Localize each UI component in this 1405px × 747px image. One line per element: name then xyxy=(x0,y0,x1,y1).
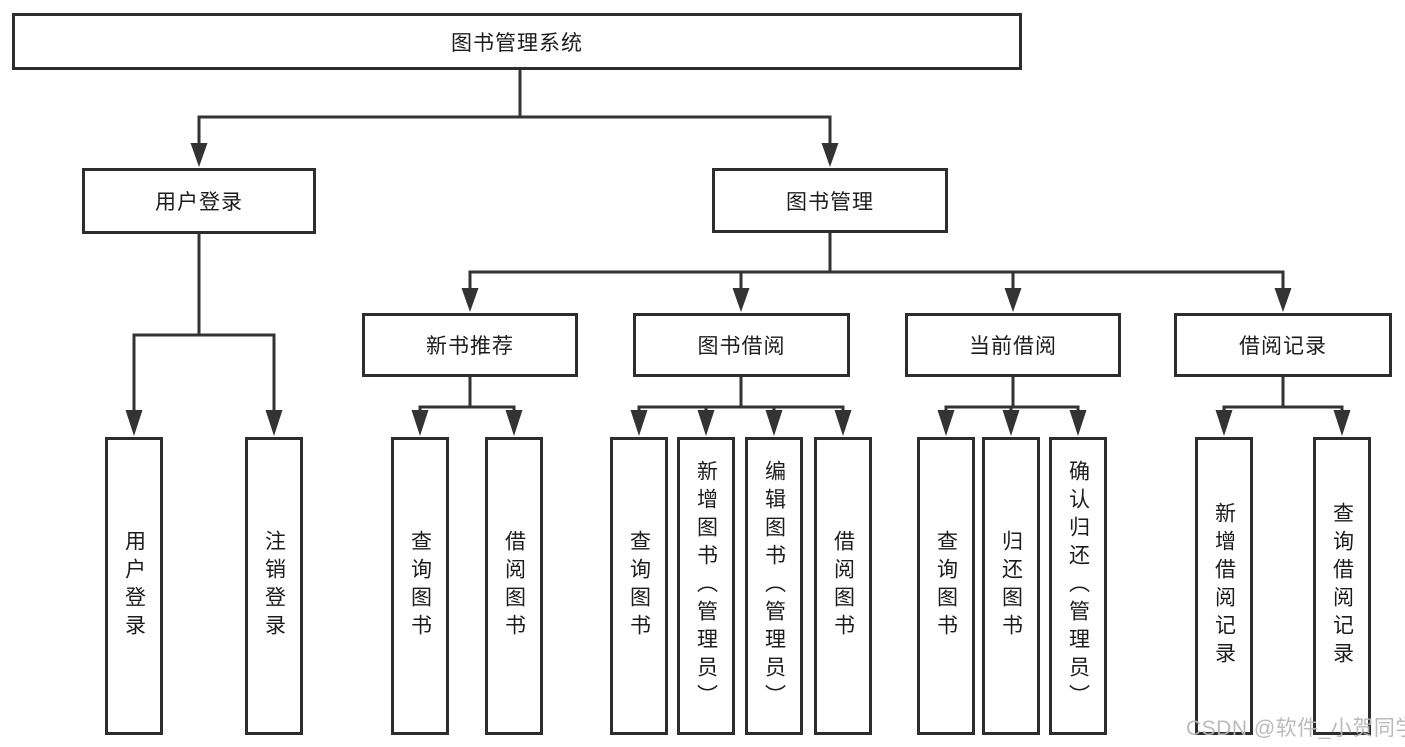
arrowhead-icon xyxy=(821,143,839,167)
leaf-borrow-books-borrowing: 借阅图书 xyxy=(814,437,872,735)
leaf-borrow-books-recommend: 借阅图书 xyxy=(485,437,543,735)
leaf-add-borrow-record: 新增借阅记录 xyxy=(1195,437,1253,735)
node-user-login: 用户登录 xyxy=(82,168,316,234)
leaf-user-login-label: 用户登录 xyxy=(122,530,146,642)
arrowhead-icon xyxy=(1215,410,1233,436)
leaf-add-books-admin-label: 新增图书（管理员） xyxy=(694,460,718,712)
watermark: CSDN @软件_小贺同学 xyxy=(1186,717,1405,740)
leaf-confirm-return-admin-label: 确认归还（管理员） xyxy=(1066,460,1090,712)
leaf-add-borrow-record-label: 新增借阅记录 xyxy=(1212,502,1236,670)
leaf-return-books-label: 归还图书 xyxy=(999,530,1023,642)
leaf-query-borrow-record: 查询借阅记录 xyxy=(1313,437,1371,735)
node-book-borrowing: 图书借阅 xyxy=(633,313,850,377)
arrowhead-icon xyxy=(697,410,715,436)
node-new-book-recommend: 新书推荐 xyxy=(362,313,578,377)
leaf-logout: 注销登录 xyxy=(245,437,303,735)
arrowhead-icon xyxy=(1274,288,1292,312)
leaf-query-books-recommend: 查询图书 xyxy=(391,437,449,735)
arrowhead-icon xyxy=(411,410,429,436)
leaf-edit-books-admin: 编辑图书（管理员） xyxy=(745,437,803,735)
arrowhead-icon xyxy=(834,410,852,436)
arrowhead-icon xyxy=(1004,288,1022,312)
node-book-management: 图书管理 xyxy=(712,168,948,233)
node-current-borrowing: 当前借阅 xyxy=(905,313,1121,377)
node-book-management-label: 图书管理 xyxy=(786,190,874,214)
node-root-label: 图书管理系统 xyxy=(451,31,583,55)
arrowhead-icon xyxy=(630,410,648,436)
node-borrow-records: 借阅记录 xyxy=(1174,313,1392,377)
arrowhead-icon xyxy=(265,410,283,436)
leaf-query-books-current: 查询图书 xyxy=(917,437,975,735)
leaf-borrow-books-recommend-label: 借阅图书 xyxy=(502,530,526,642)
node-root: 图书管理系统 xyxy=(12,13,1022,70)
node-book-borrowing-label: 图书借阅 xyxy=(697,335,786,358)
node-current-borrowing-label: 当前借阅 xyxy=(969,335,1057,358)
leaf-confirm-return-admin: 确认归还（管理员） xyxy=(1049,437,1107,735)
arrowhead-icon xyxy=(937,410,955,436)
arrowhead-icon xyxy=(1069,410,1087,436)
leaf-query-books-borrowing: 查询图书 xyxy=(610,437,668,735)
leaf-add-books-admin: 新增图书（管理员） xyxy=(677,437,735,735)
leaf-borrow-books-borrowing-label: 借阅图书 xyxy=(831,530,855,642)
arrowhead-icon xyxy=(505,410,523,436)
leaf-user-login: 用户登录 xyxy=(105,437,163,735)
arrowhead-icon xyxy=(190,143,208,167)
leaf-return-books: 归还图书 xyxy=(982,437,1040,735)
leaf-edit-books-admin-label: 编辑图书（管理员） xyxy=(762,460,786,712)
arrowhead-icon xyxy=(1002,410,1020,436)
arrowhead-icon xyxy=(125,410,143,436)
node-new-book-recommend-label: 新书推荐 xyxy=(426,335,514,358)
leaf-query-books-current-label: 查询图书 xyxy=(934,530,958,642)
arrowhead-icon xyxy=(732,288,750,312)
node-user-login-label: 用户登录 xyxy=(155,191,243,214)
node-borrow-records-label: 借阅记录 xyxy=(1239,335,1327,358)
arrowhead-icon xyxy=(461,288,479,312)
arrowhead-icon xyxy=(1333,410,1351,436)
leaf-query-books-recommend-label: 查询图书 xyxy=(408,530,432,642)
arrowhead-icon xyxy=(765,410,783,436)
leaf-query-books-borrowing-label: 查询图书 xyxy=(627,530,651,642)
leaf-query-borrow-record-label: 查询借阅记录 xyxy=(1330,502,1354,670)
leaf-logout-label: 注销登录 xyxy=(262,530,286,642)
